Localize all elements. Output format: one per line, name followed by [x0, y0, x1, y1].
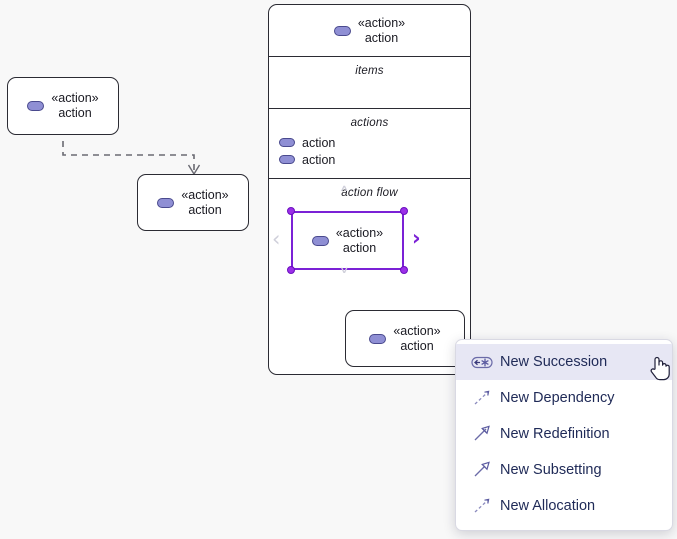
node-label: «action» action [393, 324, 440, 354]
header-content: «action» action [333, 16, 405, 46]
selection-handle-top-left[interactable] [287, 207, 295, 215]
node-label: «action» action [181, 188, 228, 218]
chevron-right-icon[interactable]: › [412, 226, 421, 250]
selected-action-node[interactable]: «action» action [291, 211, 404, 270]
menu-item-label: New Dependency [500, 390, 615, 406]
menu-item-label: New Succession [500, 354, 608, 370]
action-pill-icon [157, 197, 175, 208]
menu-item-label: New Subsetting [500, 462, 602, 478]
compartment-items[interactable]: items [269, 57, 470, 109]
dependency-arrow-icon [464, 389, 500, 407]
node-name: action [400, 338, 434, 353]
action-pill-icon [311, 235, 329, 246]
menu-item-new-succession[interactable]: New Succession [456, 344, 672, 380]
menu-item-new-redefinition[interactable]: New Redefinition [456, 416, 672, 452]
action-node-left[interactable]: «action» action [7, 77, 119, 135]
action-pill-icon [333, 25, 351, 36]
node-content: «action» action [157, 188, 229, 218]
node-name: action [188, 202, 222, 217]
node-label: «action» action [336, 226, 383, 256]
menu-item-new-dependency[interactable]: New Dependency [456, 380, 672, 416]
header-label: «action» action [358, 16, 405, 46]
container-header[interactable]: «action» action [269, 5, 470, 57]
menu-item-new-subsetting[interactable]: New Subsetting [456, 452, 672, 488]
chevron-down-icon[interactable]: ˅ [339, 266, 350, 290]
header-name: action [364, 30, 399, 45]
node-content: «action» action [369, 324, 441, 354]
allocation-arrow-icon [464, 497, 500, 515]
subsetting-arrow-icon [464, 461, 500, 479]
compartment-title-items: items [355, 65, 384, 77]
node-keyword: «action» [393, 323, 441, 338]
node-name: action [58, 106, 92, 120]
selection-handle-top-right[interactable] [400, 207, 408, 215]
context-menu[interactable]: New Succession New Dependency New Redefi… [455, 339, 673, 531]
dependency-connector [62, 141, 201, 176]
action-node-flow-target[interactable]: «action» action [345, 310, 465, 367]
menu-item-new-allocation[interactable]: New Allocation [456, 488, 672, 524]
action-pill-icon [279, 155, 295, 164]
node-keyword: «action» [181, 187, 229, 202]
list-item[interactable]: action [269, 151, 470, 168]
action-node-middle[interactable]: «action» action [137, 174, 249, 231]
actions-list: action action [269, 134, 470, 168]
list-item-label: action [302, 152, 336, 167]
node-name: action [342, 240, 377, 255]
action-pill-icon [27, 101, 45, 111]
node-keyword: «action» [51, 91, 99, 105]
selection-handle-bottom-left[interactable] [287, 266, 295, 274]
header-keyword: «action» [357, 15, 406, 30]
menu-item-label: New Redefinition [500, 426, 610, 442]
redefinition-arrow-icon [464, 425, 500, 443]
node-content: «action» action [311, 226, 383, 256]
compartment-actions[interactable]: actions action action [269, 109, 470, 179]
succession-icon [464, 355, 500, 370]
compartment-title-action-flow: action flow [341, 187, 398, 199]
node-label: «action» action [51, 91, 98, 121]
chevron-left-icon[interactable]: ‹ [272, 227, 281, 251]
node-content: «action» action [27, 91, 99, 121]
action-pill-icon [279, 138, 295, 147]
menu-item-label: New Allocation [500, 498, 596, 514]
list-item[interactable]: action [269, 134, 470, 151]
pointing-hand-cursor [648, 352, 672, 387]
chevron-up-icon[interactable]: ˄ [339, 184, 350, 208]
compartment-action-flow[interactable]: action flow [269, 179, 470, 374]
selection-handle-bottom-right[interactable] [400, 266, 408, 274]
compartment-title-actions: actions [350, 117, 389, 129]
node-keyword: «action» [335, 225, 384, 240]
action-pill-icon [369, 333, 387, 344]
list-item-label: action [302, 135, 336, 150]
